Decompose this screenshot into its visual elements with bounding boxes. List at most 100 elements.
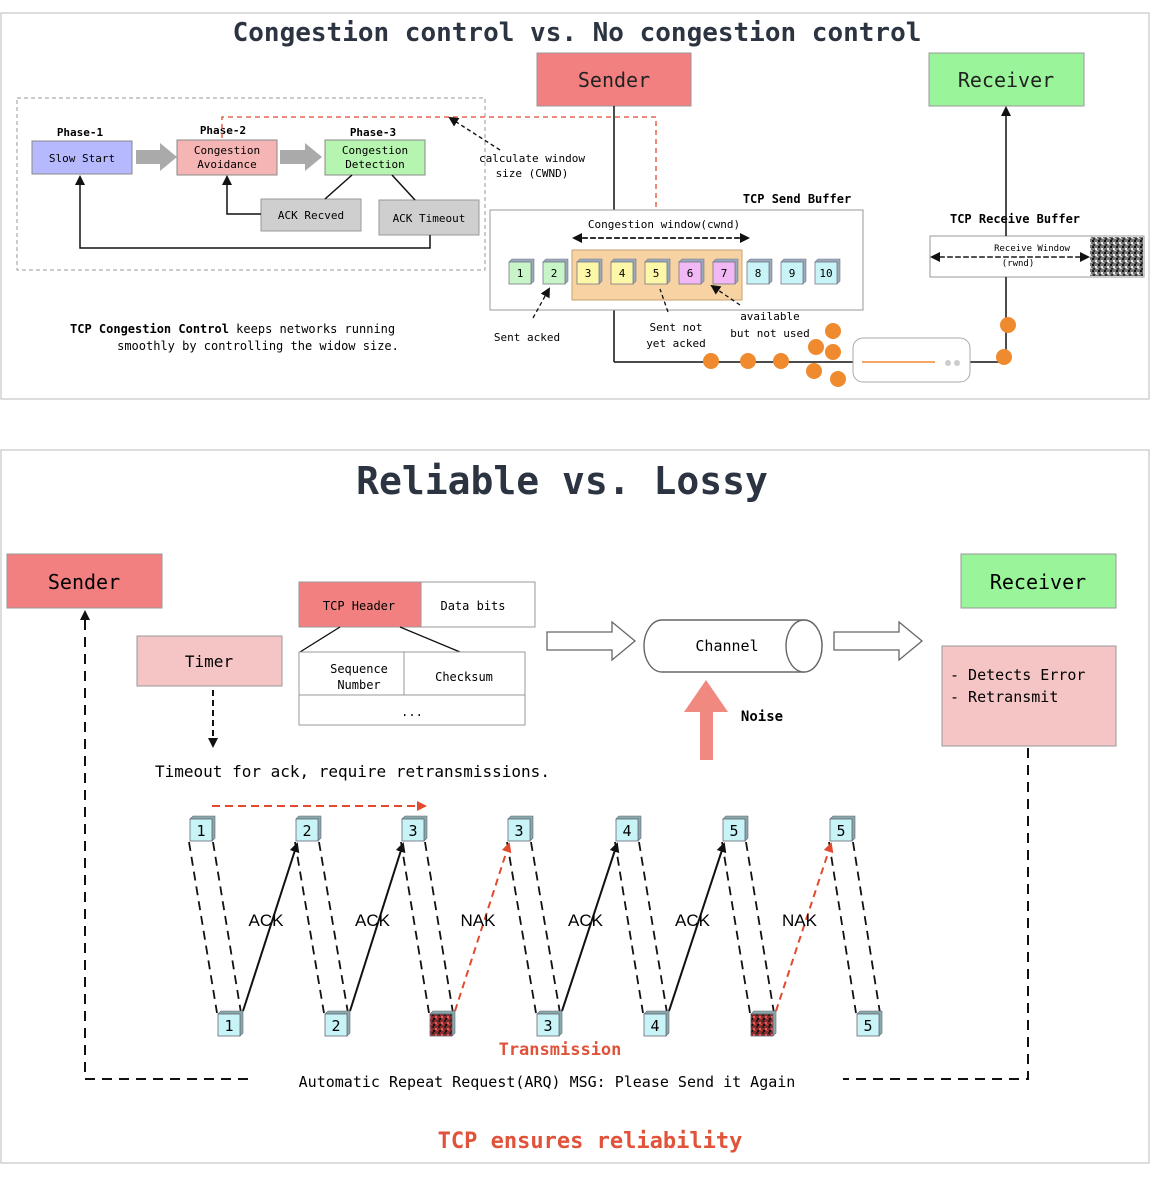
phase3-label: Phase-3: [350, 126, 396, 139]
arq-packet-5: 5: [856, 1010, 883, 1037]
arq-packet-label: 3: [408, 822, 417, 840]
sent-not-line2: yet acked: [646, 337, 706, 350]
ack-recved-box: [260, 198, 362, 232]
send-buffer-label: TCP Send Buffer: [743, 192, 851, 206]
bottom-receiver-box: [960, 553, 1117, 609]
ack-timeout-label: ACK Timeout: [393, 212, 466, 225]
phase1-label: Phase-1: [57, 126, 104, 139]
arq-packet-5: 5: [722, 815, 749, 842]
send-packet-label: 7: [721, 267, 728, 280]
congestion-description-line2: smoothly by controlling the widow size.: [117, 339, 399, 353]
arq-packet-label: 2: [302, 822, 311, 840]
sequence-line1: Sequence: [330, 662, 388, 676]
lost-packet: [750, 1010, 777, 1037]
desc-rest: keeps networks running: [229, 322, 395, 336]
ack-arrow: [668, 842, 727, 1012]
send-packet-3: 3: [576, 258, 603, 285]
phase-arrow-1: [136, 143, 177, 171]
ack-label: ACK: [249, 911, 285, 930]
send-packet-label: 5: [653, 267, 660, 280]
sent-acked-arrow: [532, 287, 550, 319]
send-packet-label: 3: [585, 267, 592, 280]
traffic-dot: [1000, 317, 1016, 333]
arq-packet-label: 1: [196, 822, 205, 840]
cong-avoid-line2: Avoidance: [197, 158, 257, 171]
header-split-right: [399, 626, 461, 653]
cwnd-feedback-red-arrow: [221, 116, 661, 242]
sent-not-line1: Sent not: [650, 321, 703, 334]
available-line1: available: [740, 310, 800, 323]
traffic-dot: [996, 349, 1012, 365]
noise-label: Noise: [741, 709, 783, 725]
arq-packet-2: 2: [295, 815, 322, 842]
rwnd-label: (rwnd): [1002, 259, 1035, 269]
sequence-line2: Number: [337, 678, 380, 692]
send-packet-9: 9: [780, 258, 807, 285]
send-packet-8: 8: [746, 258, 773, 285]
noise-arrow: [684, 680, 728, 760]
sent-acked-label: Sent acked: [494, 331, 560, 344]
arq-packet-1: 1: [189, 815, 216, 842]
arq-packet-label: 2: [331, 1017, 340, 1035]
retransmit-label: - Retransmit: [950, 688, 1058, 706]
top-sender-box: [536, 52, 692, 107]
arq-packet-3: 3: [507, 815, 534, 842]
nak-label: NAK: [782, 911, 818, 930]
router-device: [852, 337, 971, 383]
arq-packet-label: 3: [543, 1017, 552, 1035]
send-packet-label: 9: [789, 267, 796, 280]
traffic-dot: [703, 353, 719, 369]
slow-start-label: Slow Start: [49, 152, 115, 165]
ack-arrow: [349, 842, 406, 1012]
hollow-arrow-2: [833, 620, 924, 662]
top-title: Congestion control vs. No congestion con…: [233, 18, 922, 48]
checksum-label: Checksum: [435, 670, 493, 684]
footer-text: TCP ensures reliability: [438, 1129, 743, 1154]
cong-detect-line1: Congestion: [342, 144, 408, 157]
traffic-dot: [808, 339, 824, 355]
receive-buffer-label: TCP Receive Buffer: [950, 212, 1080, 226]
bottom-title: Reliable vs. Lossy: [356, 459, 768, 503]
data-bits-label: Data bits: [440, 599, 505, 613]
header-ellipsis: ...: [401, 705, 423, 719]
traffic-dot: [806, 363, 822, 379]
traffic-dot: [825, 323, 841, 339]
arq-packet-4: 4: [643, 1010, 670, 1037]
send-packet-1: 1: [508, 258, 535, 285]
nak-arrow: [775, 842, 834, 1012]
available-arrow: [710, 284, 741, 306]
arq-packet-3: 3: [536, 1010, 563, 1037]
arq-packet-label: 1: [224, 1017, 233, 1035]
lost-packet: [429, 1010, 456, 1037]
ack-timeout-box: [378, 199, 480, 236]
bottom-panel: [0, 449, 1150, 1164]
traffic-dots: [703, 317, 1016, 387]
send-packet-label: 8: [755, 267, 762, 280]
ack-label: ACK: [675, 911, 711, 930]
slow-start-box: [31, 140, 133, 175]
traffic-dot: [825, 344, 841, 360]
channel-cylinder-end: [785, 619, 823, 673]
phase2-label: Phase-2: [200, 124, 246, 137]
error-detection-box: [941, 645, 1117, 747]
arq-packet-label: 5: [729, 822, 738, 840]
send-packet-label: 10: [819, 267, 832, 280]
timer-box: [136, 635, 283, 687]
tcp-header-box: [298, 581, 422, 628]
traffic-dot: [773, 353, 789, 369]
top-sender-label: Sender: [578, 68, 650, 92]
detect-to-acktimeout-line: [391, 174, 416, 201]
arq-path-right: [843, 748, 1029, 1080]
bottom-sender-box: [6, 553, 163, 609]
data-bits-box: [420, 581, 536, 628]
router-dot-2: [954, 360, 960, 366]
send-packet-10: 10: [814, 258, 841, 285]
arq-message: Automatic Repeat Request(ARQ) MSG: Pleas…: [299, 1073, 796, 1091]
ack-arrow: [561, 842, 620, 1012]
send-packet-label: 2: [551, 267, 558, 280]
cong-avoid-line1: Congestion: [194, 144, 260, 157]
traffic-dot: [830, 371, 846, 387]
